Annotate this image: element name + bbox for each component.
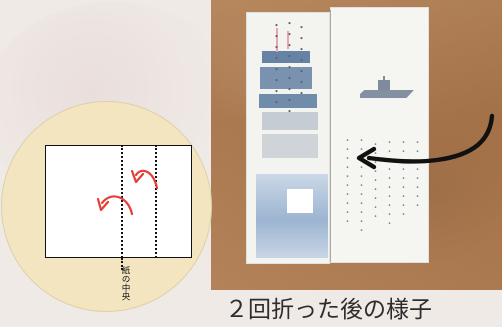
newspaper-fold-line	[330, 10, 331, 262]
newspaper-text-6: ・・・・・・・・・	[371, 140, 380, 221]
center-guide-line	[121, 258, 123, 270]
caption: ２回折った後の様子	[225, 297, 432, 323]
newspaper-text-5: ・・・・・・・・・・・	[357, 136, 366, 235]
folded-paper-diagram	[45, 145, 192, 258]
ship-tower	[378, 80, 390, 90]
newspaper-gray-panel-1	[262, 112, 318, 130]
curved-arrow-head-icon	[130, 169, 145, 184]
newspaper-blue-panel-2	[260, 67, 312, 89]
curved-arrow-icon	[100, 195, 134, 216]
pointer-arrow-icon	[366, 113, 495, 164]
ship-mast	[383, 76, 385, 82]
center-label: 紙の中央	[120, 266, 130, 301]
newspaper-pink-accent-2	[287, 31, 289, 49]
newspaper-ad-badge	[287, 189, 313, 213]
second-fold-line	[155, 145, 157, 258]
newspaper-text-4: ・・・・・・・・・・	[343, 136, 352, 226]
curved-arrow-head-icon	[96, 197, 110, 212]
newspaper-text-2: ・・・・・・・・・	[282, 18, 293, 117]
newspaper-text-1: ・・・・・・・・	[269, 20, 280, 108]
newspaper-text-3: ・・・・・・・	[294, 22, 305, 99]
curved-arrow-icon	[134, 169, 159, 190]
newspaper-ship-photo	[360, 76, 414, 104]
newspaper-gray-panel-2	[262, 134, 318, 158]
newspaper-pink-accent-1	[276, 28, 278, 52]
newspaper-text-9: ・・・・・・・・	[413, 138, 422, 210]
newspaper-blue-panel-1	[262, 51, 310, 63]
newspaper-blue-panel-3	[259, 94, 317, 108]
newspaper-ad-box	[256, 174, 328, 258]
newspaper-right-fold	[330, 7, 429, 263]
newspaper-text-8: ・・・・・・・・・	[399, 138, 408, 219]
newspaper-text-7: ・・・・・・・・・・	[385, 138, 394, 228]
ship-body	[360, 90, 414, 98]
pointer-arrow-head-icon	[356, 146, 377, 170]
center-fold-line	[121, 145, 123, 258]
